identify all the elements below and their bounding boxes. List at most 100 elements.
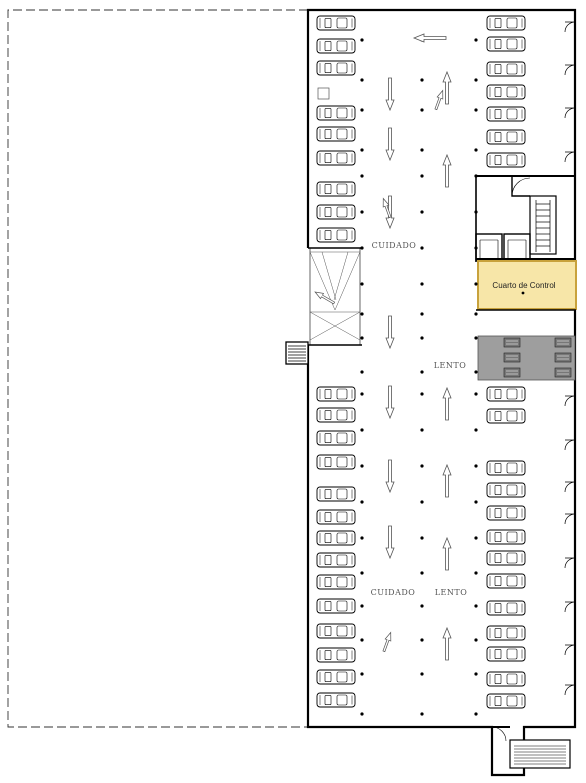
car-stall <box>486 529 526 545</box>
car-stall <box>316 181 356 197</box>
car-stall <box>316 38 356 54</box>
column-dot <box>474 536 478 540</box>
arrow-icon <box>412 33 447 43</box>
column-dot <box>474 174 478 178</box>
car-stall <box>316 126 356 142</box>
column-dot <box>420 370 424 374</box>
door-swing <box>564 644 576 656</box>
arrow-icon <box>385 127 395 161</box>
floor-markings: CUIDADO LENTO CUIDADO LENTO <box>371 241 468 597</box>
column-dot <box>360 246 364 250</box>
column-dot <box>420 108 424 112</box>
floor-mark-cuidado: CUIDADO <box>372 241 417 250</box>
column-dot <box>360 428 364 432</box>
arrow-icon <box>442 387 452 421</box>
door-swing <box>564 513 576 525</box>
column-dot <box>420 712 424 716</box>
car-stall <box>486 386 526 402</box>
arrow-icon <box>442 464 452 498</box>
column-dot <box>420 246 424 250</box>
ramp-arrow-icon <box>314 291 336 305</box>
door-swing <box>564 481 576 493</box>
column-dot <box>420 312 424 316</box>
door-swing <box>564 557 576 569</box>
column-dot <box>474 712 478 716</box>
car-stall <box>316 204 356 220</box>
turn-arrow-icon <box>382 631 392 653</box>
car-stall <box>486 646 526 662</box>
column-dot <box>474 210 478 214</box>
car-stall <box>316 15 356 31</box>
car-stall <box>316 552 356 568</box>
car-stall <box>316 598 356 614</box>
column-dot <box>420 638 424 642</box>
arrow-icon <box>442 537 452 571</box>
arrow-icon <box>385 459 395 493</box>
car-stall <box>486 625 526 641</box>
stair-core <box>475 175 576 262</box>
column-dot <box>474 571 478 575</box>
turn-arrow-icon <box>382 197 392 219</box>
floor-mark-cuidado: CUIDADO <box>371 588 416 597</box>
arrow-icon <box>442 71 452 105</box>
column-dot <box>360 174 364 178</box>
column-dot <box>474 500 478 504</box>
turn-arrow-icon <box>434 89 444 111</box>
column-dot <box>474 38 478 42</box>
car-stall <box>486 693 526 709</box>
left-exit-stair <box>285 341 309 365</box>
column-dot <box>474 604 478 608</box>
arrow-icon <box>385 385 395 419</box>
control-room: Cuarto de Control <box>476 260 577 311</box>
column-dot <box>474 392 478 396</box>
column-dot <box>420 604 424 608</box>
car-stall <box>316 105 356 121</box>
column-dot <box>360 712 364 716</box>
column-dot <box>474 246 478 250</box>
column-dot <box>420 78 424 82</box>
column-dot <box>420 174 424 178</box>
column-dot <box>360 464 364 468</box>
car-stall <box>316 669 356 685</box>
column-dot <box>420 672 424 676</box>
door-swing <box>564 684 576 696</box>
car-stall <box>316 486 356 502</box>
floor-mark-lento: LENTO <box>435 588 468 597</box>
column-dot <box>420 210 424 214</box>
car-stall <box>486 600 526 616</box>
structural-columns <box>360 38 478 716</box>
car-stall <box>486 550 526 566</box>
floor-mark-lento: LENTO <box>434 361 467 370</box>
column-dot <box>474 282 478 286</box>
column-dot <box>474 312 478 316</box>
car-stall <box>316 150 356 166</box>
column-dot <box>360 392 364 396</box>
control-room-label: Cuarto de Control <box>492 281 555 290</box>
arrow-icon <box>385 315 395 349</box>
car-stall <box>486 573 526 589</box>
adjacent-lot-dashed-boundary <box>7 9 308 728</box>
column-dot <box>474 108 478 112</box>
car-stall <box>316 692 356 708</box>
column-dot <box>360 108 364 112</box>
column-dot <box>474 672 478 676</box>
arrow-icon <box>385 77 395 111</box>
car-stall <box>316 647 356 663</box>
car-stall <box>486 129 526 145</box>
column-dot <box>474 638 478 642</box>
traffic-arrows <box>382 33 452 661</box>
car-stall <box>486 15 526 31</box>
ramp-opening <box>304 247 362 346</box>
column-dot <box>474 370 478 374</box>
car-stall <box>316 623 356 639</box>
door-swing <box>564 21 576 33</box>
column-dot <box>420 392 424 396</box>
car-stall <box>486 482 526 498</box>
column-dot <box>420 500 424 504</box>
right-wall-door-swings <box>564 21 576 696</box>
arrow-icon <box>442 627 452 661</box>
column-dot <box>360 500 364 504</box>
car-stall <box>486 460 526 476</box>
column-dot <box>360 282 364 286</box>
column-dot <box>420 536 424 540</box>
